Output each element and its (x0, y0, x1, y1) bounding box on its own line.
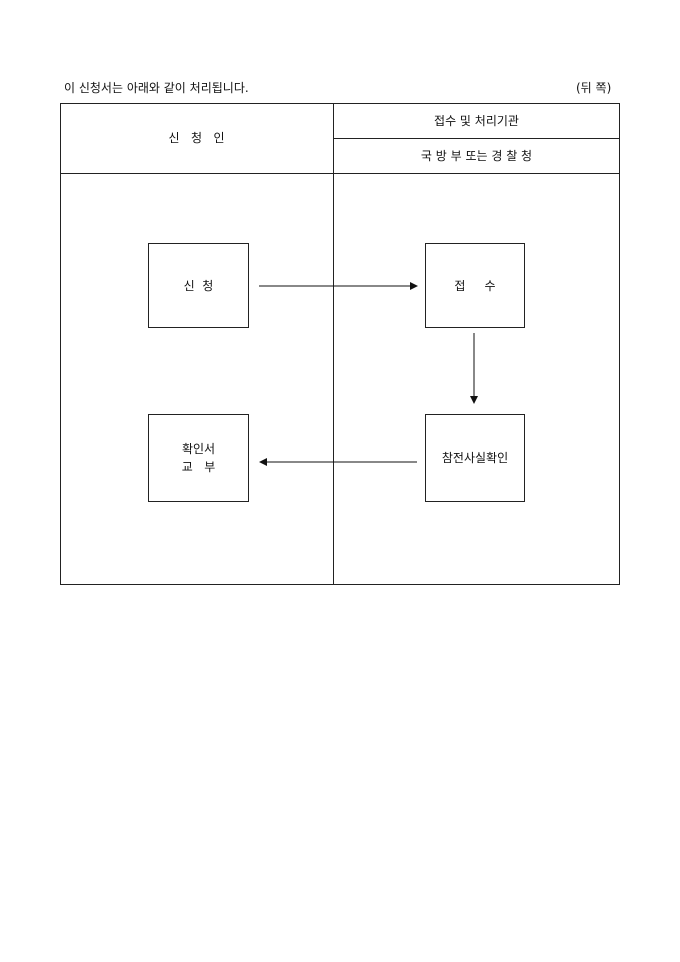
step-issue-label-line1: 확인서 (181, 442, 216, 456)
agency-header-divider (333, 138, 620, 139)
step-confirm-box: 참전사실확인 (425, 414, 525, 502)
step-receive-label: 접 수 (454, 278, 496, 293)
header-body-divider (60, 173, 620, 174)
page-side-marker: (뒤 쪽) (576, 81, 612, 95)
process-notice: 이 신청서는 아래와 같이 처리됩니다. (64, 81, 249, 95)
step-receive-box: 접 수 (425, 243, 525, 328)
process-table (60, 103, 620, 585)
column-divider (333, 103, 334, 585)
applicant-column-header: 신 청 인 (168, 131, 225, 145)
agency-column-subheader: 국 방 부 또는 경 찰 청 (420, 149, 533, 163)
step-apply-label: 신 청 (183, 278, 214, 293)
step-apply-box: 신 청 (148, 243, 249, 328)
agency-column-header: 접수 및 처리기관 (434, 114, 519, 128)
step-issue-box: 확인서 교 부 (148, 414, 249, 502)
step-confirm-label: 참전사실확인 (441, 451, 509, 465)
step-issue-label-line2: 교 부 (181, 460, 216, 474)
